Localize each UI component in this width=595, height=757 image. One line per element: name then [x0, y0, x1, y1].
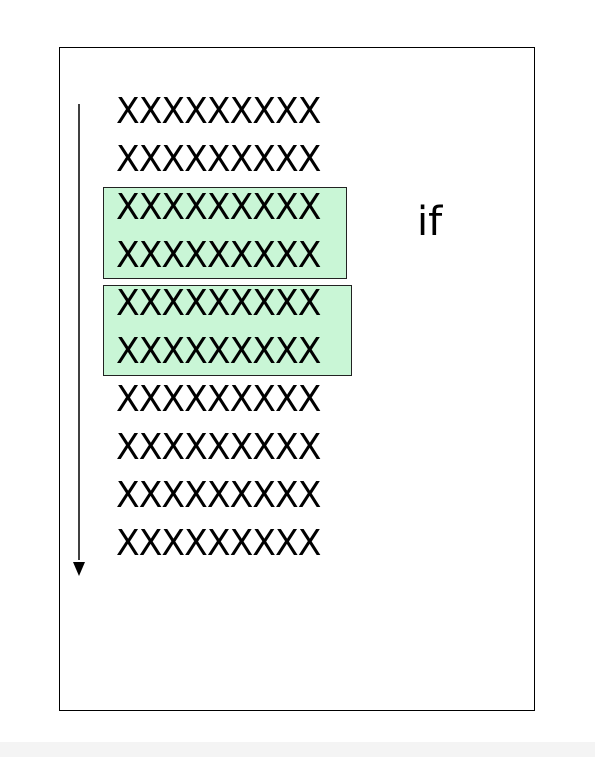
code-line: XXXXXXXXX	[116, 139, 321, 180]
code-line: XXXXXXXXX	[116, 523, 321, 564]
window-bottom-band	[0, 742, 595, 757]
code-line: XXXXXXXXX	[116, 475, 321, 516]
code-line: XXXXXXXXX	[116, 187, 321, 228]
condition-label: if	[417, 199, 443, 245]
code-line: XXXXXXXXX	[116, 427, 321, 468]
code-line: XXXXXXXXX	[116, 331, 321, 372]
code-line: XXXXXXXXX	[116, 379, 321, 420]
code-line: XXXXXXXXX	[116, 91, 321, 132]
execution-flow-arrow-icon	[73, 104, 85, 576]
code-line: XXXXXXXXX	[116, 235, 321, 276]
highlight-block-1	[103, 187, 347, 279]
code-line: XXXXXXXXX	[116, 283, 321, 324]
highlight-block-2	[103, 285, 352, 376]
document-page	[59, 47, 535, 711]
